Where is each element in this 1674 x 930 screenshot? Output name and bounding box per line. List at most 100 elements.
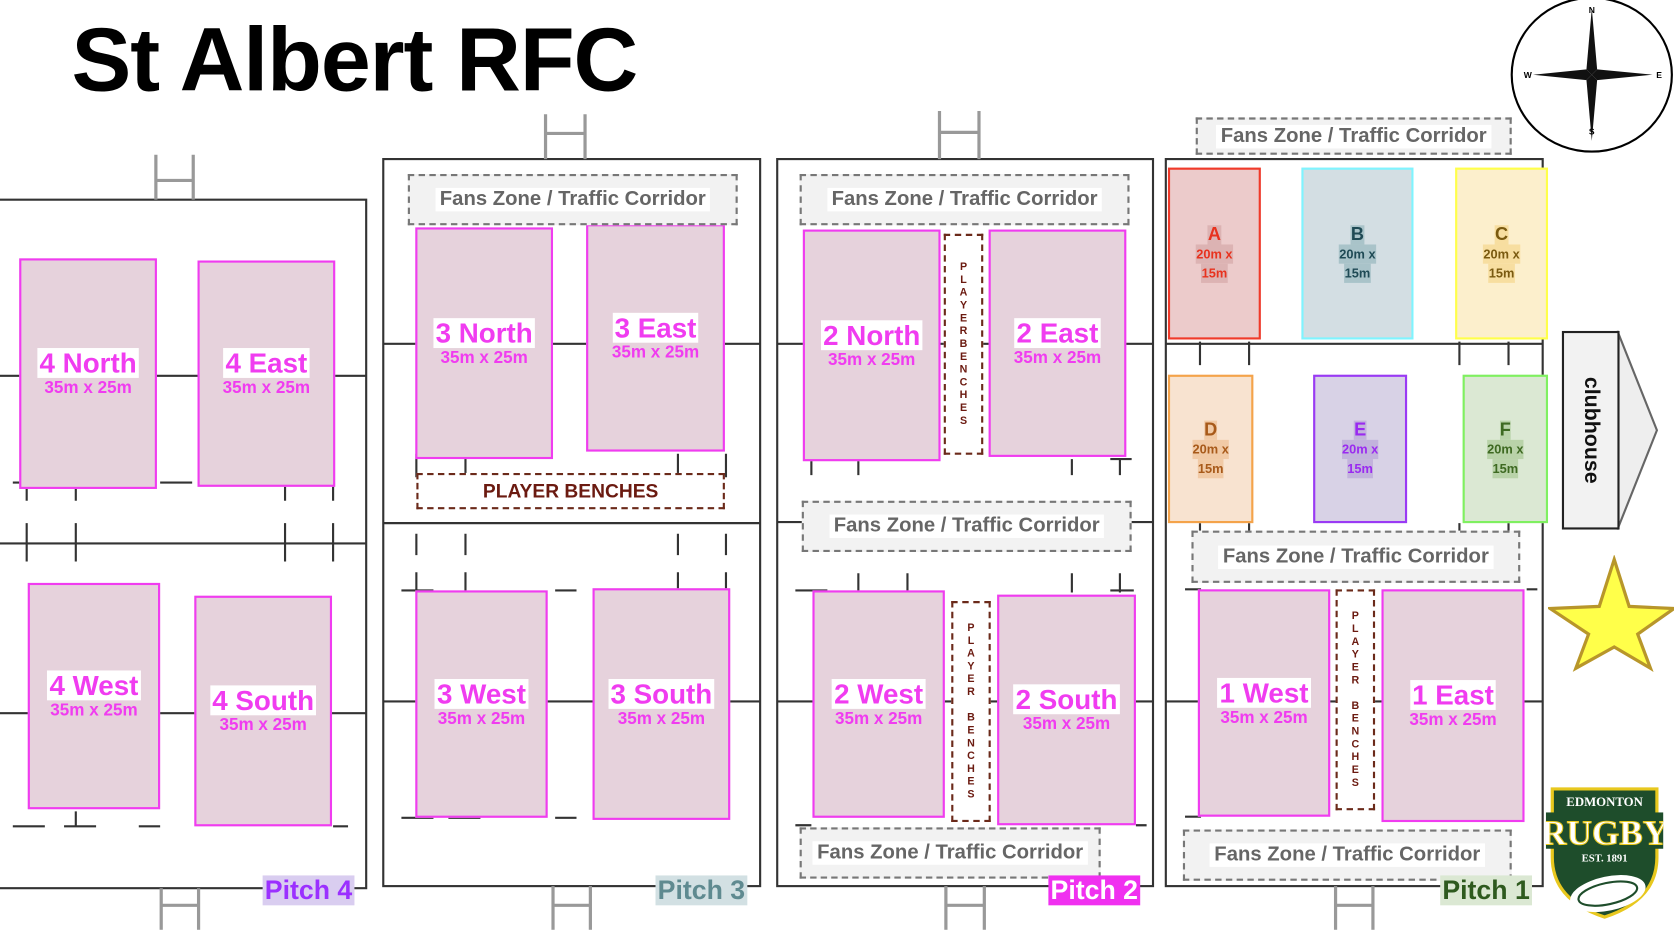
- field-size: 35m x 25m: [1220, 708, 1308, 727]
- fans-zone-label: Fans Zone / Traffic Corridor: [1216, 124, 1491, 148]
- pitch-label-p4[interactable]: Pitch 4: [262, 875, 355, 906]
- pitch-label-p1[interactable]: Pitch 1: [1440, 875, 1532, 906]
- field-size: 35m x 25m: [440, 348, 528, 367]
- player-benches-label: PLAYER BENCHES: [965, 621, 977, 802]
- field-name: 4 South: [210, 685, 317, 716]
- field-name: 4 East: [223, 348, 310, 378]
- mini-field-size2: 15m: [1344, 263, 1371, 283]
- field-size: 35m x 25m: [1409, 711, 1497, 730]
- mini-field-label: C: [1495, 223, 1509, 244]
- mini-field-label: B: [1350, 223, 1365, 244]
- player-benches: PLAYER BENCHES: [416, 472, 725, 510]
- mini-field-size1: 20m x: [1483, 243, 1520, 264]
- mini-field-label: F: [1499, 419, 1511, 440]
- field-name: 3 North: [433, 317, 535, 348]
- field-name: 1 East: [1409, 680, 1497, 710]
- field-name: 3 East: [612, 312, 699, 343]
- mini-field-label: A: [1207, 223, 1221, 244]
- clubhouse-arrow-icon: [1616, 330, 1659, 530]
- field-size: 35m x 25m: [50, 701, 138, 720]
- mini-field-size1: 20m x: [1196, 243, 1233, 264]
- fans-zone-corridor: Fans Zone / Traffic Corridor: [1195, 117, 1512, 155]
- clubhouse: clubhouse: [1561, 330, 1620, 530]
- compass-n: N: [1589, 5, 1595, 15]
- mini-field-size1: 20m x: [1487, 439, 1524, 459]
- compass-icon: N S W E: [1510, 0, 1673, 153]
- field-size: 35m x 25m: [1013, 348, 1102, 367]
- mini-field-size1: 20m x: [1192, 439, 1229, 459]
- fans-zone-corridor: Fans Zone / Traffic Corridor: [1182, 829, 1512, 881]
- goalposts: [154, 111, 1375, 930]
- field-size: 35m x 25m: [1022, 715, 1111, 734]
- player-benches: PLAYER BENCHES: [951, 601, 991, 823]
- mini-field-size1: 20m x: [1341, 439, 1379, 459]
- player-benches: PLAYERBENCHES: [943, 233, 984, 455]
- edmonton-rugby-logo: EDMONTON RUGBY EST. 1891: [1545, 787, 1664, 919]
- mini-field-size2: 15m: [1197, 458, 1224, 478]
- field-name: 1 West: [1217, 677, 1311, 708]
- mini-field-size2: 15m: [1492, 458, 1519, 478]
- field-name: 2 North: [820, 320, 923, 350]
- player-benches-label: PLAYERBENCHES: [957, 261, 970, 428]
- player-benches-label: PLAYER BENCHES: [1349, 610, 1362, 790]
- field-size: 35m x 25m: [219, 716, 307, 735]
- field-size: 35m x 25m: [437, 709, 526, 728]
- fans-zone-corridor: Fans Zone / Traffic Corridor: [801, 500, 1132, 552]
- field-size: 35m x 25m: [44, 378, 132, 398]
- mini-field-size2: 15m: [1347, 458, 1373, 478]
- mini-field-size2: 15m: [1201, 263, 1228, 283]
- fans-zone-label: Fans Zone / Traffic Corridor: [1210, 843, 1485, 867]
- pitch-label-p2[interactable]: Pitch 2: [1048, 875, 1141, 906]
- fans-zone-label: Fans Zone / Traffic Corridor: [435, 187, 711, 212]
- player-benches-label: PLAYER BENCHES: [482, 479, 659, 502]
- compass-s: S: [1589, 127, 1595, 137]
- field-size: 35m x 25m: [222, 378, 311, 398]
- fans-zone-label: Fans Zone / Traffic Corridor: [1218, 545, 1494, 569]
- fans-zone-label: Fans Zone / Traffic Corridor: [827, 187, 1102, 212]
- fans-zone-corridor: Fans Zone / Traffic Corridor: [407, 174, 738, 226]
- mini-field-size1: 20m x: [1339, 243, 1376, 264]
- field-name: 4 West: [47, 670, 141, 701]
- field-name: 4 North: [37, 348, 139, 378]
- field-name: 2 East: [1014, 317, 1101, 348]
- field-size: 35m x 25m: [611, 343, 700, 362]
- logo-est: EST. 1891: [1582, 853, 1628, 865]
- page-title: St Albert RFC: [71, 9, 639, 110]
- mini-field-size2: 15m: [1488, 263, 1515, 283]
- compass-e: E: [1656, 70, 1662, 80]
- fans-zone-corridor: Fans Zone / Traffic Corridor: [799, 827, 1101, 879]
- field-name: 3 South: [608, 678, 715, 708]
- mini-field-label: E: [1354, 419, 1367, 440]
- fans-zone-label: Fans Zone / Traffic Corridor: [829, 514, 1104, 539]
- logo-top: EDMONTON: [1566, 795, 1643, 809]
- star-icon: [1548, 555, 1674, 672]
- field-name: 2 West: [832, 678, 926, 708]
- pitch-label-p3[interactable]: Pitch 3: [655, 875, 748, 906]
- field-size: 35m x 25m: [828, 350, 916, 369]
- field-size: 35m x 25m: [834, 709, 923, 728]
- clubhouse-label: clubhouse: [1579, 376, 1604, 484]
- compass-w: W: [1524, 70, 1533, 80]
- field-size: 35m x 25m: [617, 709, 706, 728]
- field-name: 2 South: [1013, 684, 1120, 715]
